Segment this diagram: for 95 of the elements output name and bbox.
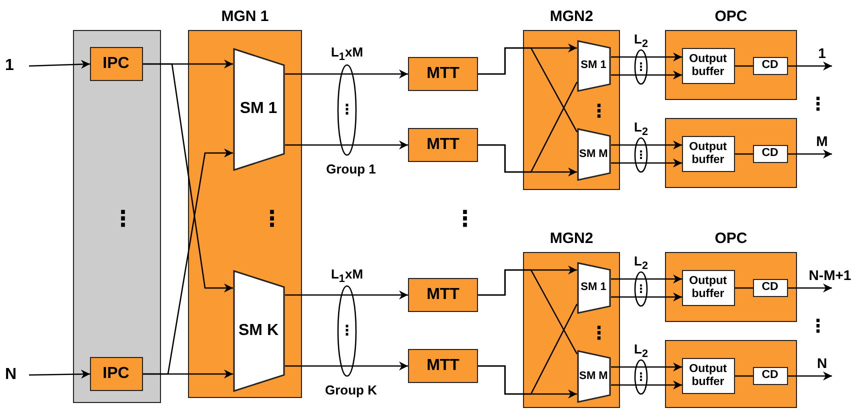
box-label: M: [816, 134, 828, 150]
box-label: CD: [762, 59, 778, 72]
box-label: SM K: [238, 322, 278, 340]
box-label: SM 1: [580, 281, 606, 294]
process-box: [752, 144, 788, 162]
box-label: Output buffer: [688, 274, 728, 300]
process-box: [682, 48, 734, 84]
box-label: SM M: [579, 370, 608, 382]
ellipsis: ⋮: [590, 103, 608, 121]
arrow: [143, 63, 233, 292]
group-heading: OPC: [714, 8, 748, 25]
group-heading: OPC: [714, 230, 748, 247]
ellipsis: ⋮: [112, 209, 134, 231]
box-label: IPC: [102, 364, 130, 382]
box-label: CD: [762, 369, 778, 382]
switch-trapezoid: [232, 270, 284, 392]
ellipsis: ⋮: [636, 62, 646, 72]
group-label: Group K: [325, 384, 377, 396]
box-label: MTT: [426, 286, 460, 304]
arrow: [28, 60, 90, 69]
box-label: MTT: [426, 357, 460, 375]
box-label: Output buffer: [688, 52, 728, 78]
ellipsis: ⋮: [454, 209, 476, 231]
arrow: [285, 70, 408, 78]
ellipsis: ⋮: [809, 96, 827, 114]
process-box: [682, 358, 734, 394]
arrow: [611, 140, 682, 150]
box-label: SM 1: [240, 100, 278, 118]
bus-label: L$_{2}$: [634, 32, 648, 50]
arrow: [611, 274, 682, 284]
box-label: CD: [762, 147, 778, 160]
group-box: [665, 118, 797, 188]
box-label: N: [5, 366, 17, 384]
switch-trapezoid: [576, 262, 610, 314]
process-box: [408, 349, 478, 383]
box-label: 1: [5, 57, 14, 75]
switch-trapezoid: [576, 128, 610, 180]
box-label: Output buffer: [688, 140, 728, 166]
box-label: MTT: [426, 65, 460, 83]
box-label: N: [816, 356, 828, 372]
switch-trapezoid: [232, 48, 284, 170]
process-box: [752, 366, 788, 384]
arrow: [143, 148, 233, 375]
process-box: [752, 56, 788, 74]
arrow: [28, 370, 90, 379]
ellipsis: ⋮: [340, 103, 354, 117]
ellipsis: ⋮: [636, 150, 646, 160]
switch-trapezoid: [576, 40, 610, 92]
box-label: 1: [818, 46, 826, 62]
box-label: MTT: [426, 136, 460, 154]
ellipsis: ⋮: [636, 372, 646, 382]
box-label: SM M: [579, 148, 608, 160]
arrow: [788, 372, 832, 380]
arrow: [611, 158, 682, 168]
process-box: [90, 356, 142, 390]
bus-label: L$_{1}$xM: [330, 45, 364, 63]
bus-label: L$_{2}$: [634, 342, 648, 360]
process-box: [682, 270, 734, 306]
ellipsis: ⋮: [340, 324, 354, 338]
process-box: [408, 128, 478, 162]
group-heading: MGN 1: [220, 8, 270, 25]
box-label: CD: [762, 281, 778, 294]
arrow: [788, 284, 832, 292]
arrow: [285, 362, 408, 370]
process-box: [408, 278, 478, 312]
process-box: [682, 136, 734, 172]
box-label: SM 1: [580, 59, 606, 72]
ellipsis: ⋮: [590, 325, 608, 343]
box-label: N-M+1: [808, 268, 852, 284]
group-heading: MGN2: [548, 230, 594, 247]
group-label: Group 1: [326, 162, 376, 176]
arrow: [611, 70, 682, 80]
group-heading: MGN2: [548, 8, 594, 25]
arrow: [611, 362, 682, 372]
switch-trapezoid: [576, 350, 610, 402]
process-box: [90, 46, 142, 80]
port-panel: [73, 30, 161, 403]
box-label: IPC: [102, 54, 130, 72]
arrow: [788, 62, 832, 70]
arrow: [611, 380, 682, 390]
ellipsis: ⋮: [809, 318, 827, 336]
arrow: [285, 140, 408, 150]
arrow: [285, 290, 408, 300]
box-label: Output buffer: [688, 362, 728, 388]
bus-label: L$_{1}$xM: [330, 267, 364, 285]
arrow: [611, 52, 682, 62]
ellipsis: ⋮: [261, 209, 283, 231]
group-box: [665, 340, 797, 408]
arrow: [611, 292, 682, 302]
bus-label: L$_{2}$: [634, 254, 648, 272]
arrow: [788, 150, 832, 158]
bus-label: L$_{2}$: [634, 120, 648, 138]
ellipsis: ⋮: [636, 284, 646, 294]
process-box: [752, 278, 788, 296]
process-box: [408, 57, 478, 91]
